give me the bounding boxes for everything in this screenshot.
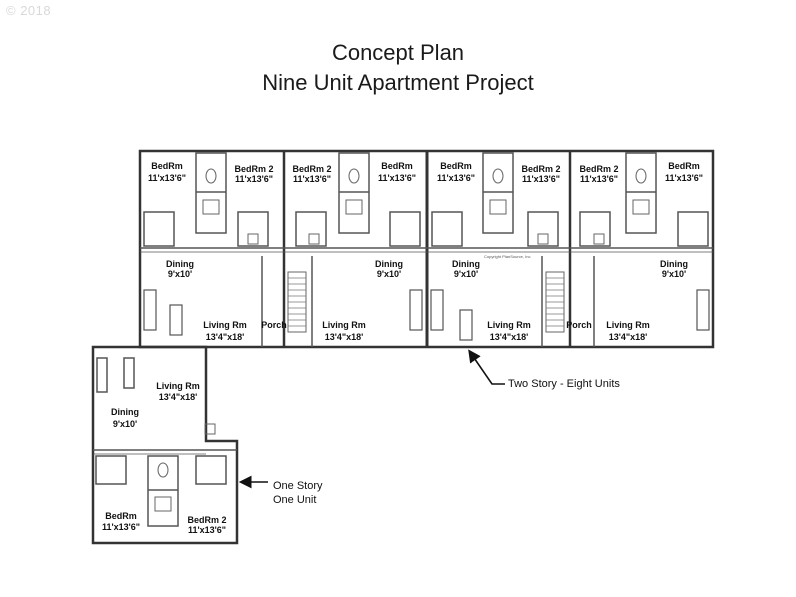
room-label-bedroom-2: BedRm 2	[292, 164, 331, 174]
room-label-living: Living Rm	[156, 381, 200, 391]
room-label-bedroom-2: BedRm 2	[187, 515, 226, 525]
room-size-dining: 9'x10'	[454, 269, 478, 279]
one-story-interior-walls	[93, 357, 237, 527]
room-size-dining: 9'x10'	[662, 269, 686, 279]
room-size-bedroom-2: 11'x13'6"	[580, 174, 618, 184]
room-size-bedroom: 11'x13'6"	[665, 173, 703, 183]
room-size-bedroom: 11'x13'6"	[148, 173, 186, 183]
room-label-bedroom: BedRm	[440, 161, 472, 171]
room-labels-upper-bedrooms: BedRm 11'x13'6" BedRm 2 11'x13'6" BedRm …	[148, 161, 703, 184]
annotation-one-story-line1: One Story	[273, 480, 323, 492]
room-size-bedroom-2: 11'x13'6"	[522, 174, 560, 184]
room-label-dining: Dining	[452, 259, 480, 269]
room-label-bedroom: BedRm	[151, 161, 183, 171]
annotation-two-story-text: Two Story - Eight Units	[508, 378, 620, 390]
room-size-bedroom: 11'x13'6"	[102, 522, 140, 532]
room-label-dining: Dining	[660, 259, 688, 269]
annotation-two-story: Two Story - Eight Units	[468, 349, 620, 390]
room-size-living: 13'4"x18'	[159, 392, 198, 402]
annotation-one-story-line2: One Unit	[273, 494, 316, 506]
room-size-bedroom-2: 11'x13'6"	[235, 174, 273, 184]
room-label-porch: Porch	[566, 320, 592, 330]
room-label-bedroom: BedRm	[105, 511, 137, 521]
room-size-bedroom-2: 11'x13'6"	[293, 174, 331, 184]
room-label-living: Living Rm	[606, 320, 650, 330]
room-size-bedroom: 11'x13'6"	[437, 173, 475, 183]
room-label-bedroom: BedRm	[381, 161, 413, 171]
room-label-dining: Dining	[375, 259, 403, 269]
arrow-two-story	[468, 349, 505, 385]
room-label-dining: Dining	[166, 259, 194, 269]
room-label-living: Living Rm	[487, 320, 531, 330]
room-size-living: 13'4"x18'	[609, 332, 648, 342]
plan-watermark: Copyright PlanSource, Inc	[484, 254, 530, 259]
room-size-living: 13'4"x18'	[490, 332, 529, 342]
one-story-building-outline	[91, 345, 239, 545]
annotation-one-story: One Story One Unit	[238, 475, 323, 506]
room-labels-lower-band: Dining 9'x10' Dining 9'x10' Dining 9'x10…	[166, 254, 688, 342]
copyright-notice: © 2018	[6, 3, 52, 18]
porch-stair-right	[541, 256, 595, 347]
room-size-living: 13'4"x18'	[325, 332, 364, 342]
porch-stair-left	[261, 256, 313, 347]
plan-subtitle: Nine Unit Apartment Project	[262, 70, 534, 95]
room-size-living: 13'4"x18'	[206, 332, 245, 342]
room-label-bedroom-2: BedRm 2	[234, 164, 273, 174]
bedroom-band-walls	[140, 152, 713, 253]
room-label-living: Living Rm	[203, 320, 247, 330]
kitchen-counters	[143, 289, 710, 341]
room-size-dining: 9'x10'	[377, 269, 401, 279]
room-label-bedroom: BedRm	[668, 161, 700, 171]
room-size-dining: 9'x10'	[168, 269, 192, 279]
room-size-bedroom: 11'x13'6"	[378, 173, 416, 183]
room-size-bedroom-2: 11'x13'6"	[188, 525, 226, 535]
room-label-living: Living Rm	[322, 320, 366, 330]
room-label-bedroom-2: BedRm 2	[579, 164, 618, 174]
room-label-porch: Porch	[261, 320, 287, 330]
plan-title: Concept Plan	[331, 40, 465, 65]
one-story-fixtures	[154, 423, 216, 512]
room-label-dining: Dining	[111, 407, 139, 417]
room-labels-one-story: Living Rm 13'4"x18' Dining 9'x10' BedRm …	[102, 381, 227, 535]
room-size-dining: 9'x10'	[113, 419, 137, 429]
bath-fixtures	[202, 168, 650, 245]
room-label-bedroom-2: BedRm 2	[521, 164, 560, 174]
